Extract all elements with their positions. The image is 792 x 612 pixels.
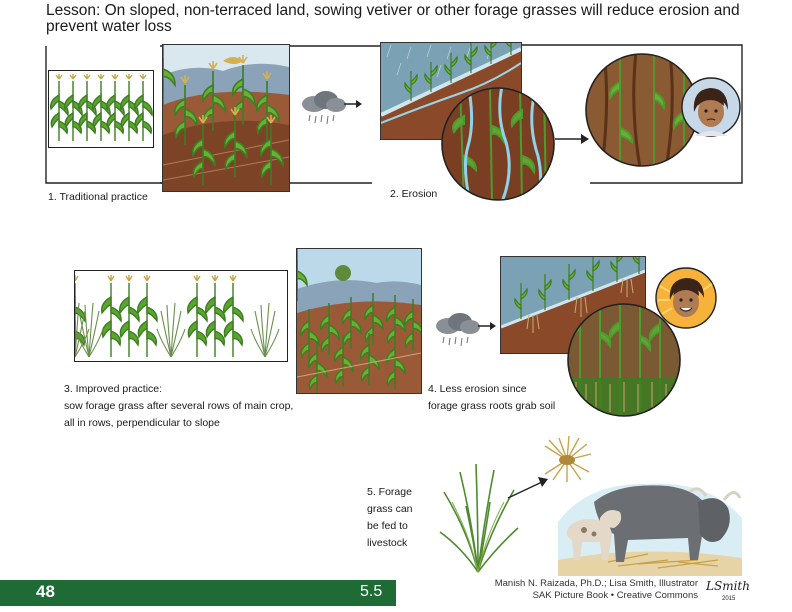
forage-grass-illustration [439,463,519,573]
erosion-closeup-circle [441,87,555,201]
step-5-line-4: livestock [367,537,408,549]
sloped-corn-field-illustration [162,44,290,192]
livestock-feeding-illustration [558,483,742,576]
credit-line-2: SAK Picture Book • Creative Commons [532,590,698,601]
step-5-caption: 5. Forage grass can be fed to livestock [367,484,413,552]
footer-bar [0,580,396,606]
step-5-line-1: 5. Forage [367,486,412,498]
rain-cloud-icon [302,91,362,125]
step-4-caption: 4. Less erosion since forage grass roots… [428,381,555,415]
improved-practice-rows-illustration [74,270,288,362]
step-3-caption: 3. Improved practice: sow forage grass a… [64,381,293,432]
hay-bundle-icon [544,436,592,482]
lesson-heading: Lesson: On sloped, non-terraced land, so… [46,2,740,35]
page-number: 48 [36,582,55,601]
signature-year: 2015 [722,596,736,602]
step-3-line-2: sow forage grass after several rows of m… [64,400,294,412]
rain-cloud-icon-2 [436,313,496,347]
worried-farmer-avatar [681,77,741,137]
improved-sloped-field-illustration [296,248,422,394]
arrow-icon [555,134,589,144]
root-grip-closeup-circle [567,303,681,417]
section-number: 5.5 [360,583,383,600]
step-1-caption: 1. Traditional practice [48,191,148,203]
arrow-icon-2 [507,477,548,499]
gully-closeup-circle [585,53,699,167]
step-4-line-2: forage grass roots grab soil [428,400,556,412]
traditional-corn-rows-illustration [48,70,154,148]
step-3-line-3: all in rows, perpendicular to slope [64,417,220,429]
step-5-line-2: grass can [367,503,413,515]
step-2-caption: 2. Erosion [390,188,438,198]
credit-line-1: Manish N. Raizada, Ph.D.; Lisa Smith, Il… [494,578,698,589]
step-5-line-3: be fed to [367,520,408,532]
happy-farmer-avatar [655,267,717,329]
illustrator-signature: LSmith [706,579,750,593]
credits: Manish N. Raizada, Ph.D.; Lisa Smith, Il… [470,578,698,602]
step-3-line-1: 3. Improved practice: [64,383,163,395]
step-4-line-1: 4. Less erosion since [428,383,527,395]
